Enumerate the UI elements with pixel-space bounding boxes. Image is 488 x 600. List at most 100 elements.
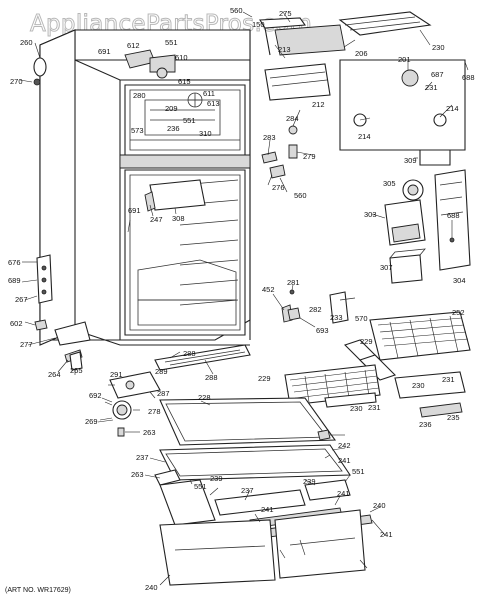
part-label: 308 bbox=[172, 214, 185, 223]
control-panel-201 bbox=[339, 59, 466, 151]
part-label: 229 bbox=[360, 337, 373, 346]
part-label: 239 bbox=[210, 474, 223, 483]
part-label: 209 bbox=[165, 104, 178, 113]
part-label: 240 bbox=[145, 583, 158, 592]
part-label: 241 bbox=[338, 456, 351, 465]
part-label: 239 bbox=[303, 477, 316, 486]
label-plate-309 bbox=[419, 149, 451, 166]
freezer-shelf-308 bbox=[149, 179, 206, 211]
part-label: 237 bbox=[241, 486, 254, 495]
damper-303 bbox=[384, 199, 426, 246]
part-label: 230 bbox=[432, 43, 445, 52]
part-label: 687 bbox=[431, 70, 444, 79]
part-label: 304 bbox=[453, 276, 466, 285]
part-label: 214 bbox=[446, 104, 459, 113]
part-label: 291 bbox=[110, 370, 123, 379]
box-307 bbox=[389, 248, 426, 284]
part-label: 233 bbox=[330, 313, 343, 322]
part-label: 310 bbox=[199, 129, 212, 138]
part-label: 278 bbox=[148, 407, 161, 416]
part-label: 230 bbox=[350, 404, 363, 413]
part-label: 276 bbox=[272, 183, 285, 192]
part-label: 288 bbox=[183, 349, 196, 358]
crisper-cover-239 bbox=[159, 479, 351, 526]
small-hardware-center bbox=[281, 289, 356, 324]
part-label: 551 bbox=[352, 467, 365, 476]
rear-panel-206 bbox=[338, 11, 432, 36]
hinge-283-276 bbox=[261, 151, 286, 179]
top-hinge-hardware bbox=[124, 49, 176, 79]
part-label: 551 bbox=[165, 38, 178, 47]
small-parts-284-279 bbox=[288, 125, 298, 159]
leader-lines bbox=[19, 11, 469, 586]
motor-278 bbox=[99, 400, 132, 421]
part-label: 280 bbox=[133, 91, 146, 100]
part-label: 691 bbox=[128, 206, 141, 215]
part-label: 284 bbox=[286, 114, 299, 123]
part-label: 551 bbox=[183, 116, 196, 125]
control-housing-304 bbox=[434, 169, 471, 271]
part-label: 282 bbox=[309, 305, 322, 314]
kick-plate-288 bbox=[154, 344, 251, 371]
part-label: 212 bbox=[312, 100, 325, 109]
part-label: 676 bbox=[8, 258, 21, 267]
part-label: 688 bbox=[447, 211, 460, 220]
part-label: 551 bbox=[194, 482, 207, 491]
part-label: 265 bbox=[70, 366, 83, 375]
refrigerator-cabinet bbox=[39, 29, 251, 346]
part-label: 610 bbox=[175, 53, 188, 62]
part-label: 612 bbox=[127, 41, 140, 50]
part-label: 230 bbox=[412, 381, 425, 390]
part-label: 452 bbox=[262, 285, 275, 294]
part-label: 602 bbox=[10, 319, 23, 328]
part-label: 237 bbox=[136, 453, 149, 462]
part-label: 289 bbox=[155, 367, 168, 376]
part-label: 236 bbox=[419, 420, 432, 429]
part-label: 214 bbox=[358, 132, 371, 141]
part-label: 309 bbox=[404, 156, 417, 165]
part-label: 236 bbox=[167, 124, 180, 133]
part-label: 613 bbox=[207, 99, 220, 108]
leveler-264-265 bbox=[64, 349, 83, 371]
glass-shelf-237 bbox=[159, 444, 352, 481]
part-label: 260 bbox=[20, 38, 33, 47]
hinge-277 bbox=[34, 319, 91, 346]
part-number-labels: 560 275 260 213 206 230 150 612 551 691 … bbox=[8, 6, 475, 592]
part-label: 611 bbox=[203, 89, 215, 98]
part-label: 235 bbox=[447, 413, 460, 422]
part-label: 231 bbox=[442, 375, 455, 384]
part-label: 150 bbox=[252, 20, 265, 29]
part-label: 213 bbox=[278, 45, 291, 54]
part-label: 283 bbox=[263, 133, 276, 142]
part-label: 240 bbox=[373, 501, 386, 510]
hinge-plate-267 bbox=[36, 254, 53, 304]
part-label: 281 bbox=[287, 278, 300, 287]
part-label: 275 bbox=[279, 9, 292, 18]
part-label: 201 bbox=[398, 55, 411, 64]
part-label: 206 bbox=[355, 49, 368, 58]
part-label: 241 bbox=[337, 489, 350, 498]
part-label: 229 bbox=[258, 374, 271, 383]
thermostat-305 bbox=[402, 179, 424, 201]
part-label: 288 bbox=[205, 373, 218, 382]
part-label: 570 bbox=[355, 314, 368, 323]
part-label: 241 bbox=[261, 505, 274, 514]
part-label: 692 bbox=[89, 391, 102, 400]
part-label: 307 bbox=[380, 263, 393, 272]
part-label: 287 bbox=[157, 389, 170, 398]
part-label: 242 bbox=[338, 441, 351, 450]
part-label: 693 bbox=[316, 326, 329, 335]
part-label: 277 bbox=[20, 340, 33, 349]
part-label: 691 bbox=[98, 47, 111, 56]
part-label: 228 bbox=[198, 393, 211, 402]
wire-shelf-252 bbox=[369, 311, 471, 361]
part-label: 267 bbox=[15, 295, 28, 304]
part-label: 615 bbox=[178, 77, 191, 86]
part-label: 688 bbox=[462, 73, 475, 82]
part-label: 305 bbox=[383, 179, 396, 188]
part-label: 270 bbox=[10, 77, 23, 86]
part-label: 560 bbox=[294, 191, 307, 200]
part-label: 689 bbox=[8, 276, 21, 285]
